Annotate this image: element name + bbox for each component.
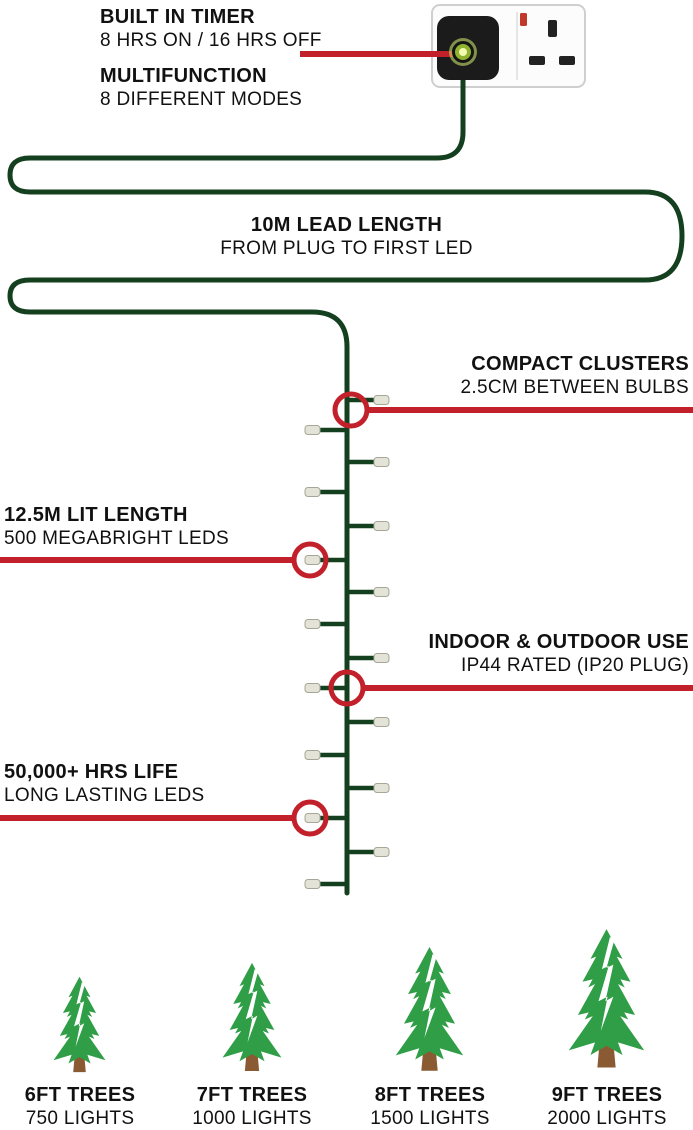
led-indicator xyxy=(449,38,477,66)
led-bulb xyxy=(305,684,347,693)
tree-label-9ft: 9FT TREES 2000 LIGHTS xyxy=(519,1084,693,1130)
callout-lit-length: 12.5M LIT LENGTH 500 MEGABRIGHT LEDS xyxy=(4,503,229,551)
tree-row xyxy=(53,929,645,1073)
led-bulb xyxy=(305,488,347,497)
tree-size-label: 8FT TREES xyxy=(374,1084,486,1106)
tree-lights-label: 1500 LIGHTS xyxy=(370,1108,490,1129)
callout-ring-compact-clusters xyxy=(332,391,370,429)
callout-subtitle: 8 HRS ON / 16 HRS OFF xyxy=(100,30,322,51)
tree-size-label: 7FT TREES xyxy=(196,1084,308,1106)
callout-rings xyxy=(291,391,370,837)
led-bulb xyxy=(347,848,389,857)
led-bulb xyxy=(347,458,389,467)
callout-ring-lit-length xyxy=(291,541,329,579)
led-bulb xyxy=(305,880,347,889)
tree-lights-label: 1000 LIGHTS xyxy=(192,1108,312,1129)
tree-label-6ft: 6FT TREES 750 LIGHTS xyxy=(0,1084,168,1130)
led-bulb xyxy=(305,426,347,435)
tree-label-8ft: 8FT TREES 1500 LIGHTS xyxy=(342,1084,518,1130)
callout-compact-clusters: COMPACT CLUSTERS 2.5CM BETWEEN BULBS xyxy=(461,352,689,400)
callout-title: BUILT IN TIMER xyxy=(100,6,255,28)
callout-life: 50,000+ HRS LIFE LONG LASTING LEDS xyxy=(4,760,204,808)
callout-subtitle: 2.5CM BETWEEN BULBS xyxy=(460,377,689,398)
callout-subtitle: LONG LASTING LEDS xyxy=(4,785,205,806)
tree-icon-8ft xyxy=(395,947,464,1071)
tree-icon-7ft xyxy=(222,962,282,1072)
callout-ring-life xyxy=(291,799,329,837)
socket-switch xyxy=(520,13,527,26)
tree-label-7ft: 7FT TREES 1000 LIGHTS xyxy=(164,1084,340,1130)
callout-subtitle: 500 MEGABRIGHT LEDS xyxy=(4,528,229,549)
tree-icon-9ft xyxy=(568,929,645,1068)
tree-size-label: 9FT TREES xyxy=(551,1084,663,1106)
callout-title: MULTIFUNCTION xyxy=(100,65,267,87)
callout-title: 12.5M LIT LENGTH xyxy=(4,504,188,526)
tree-icon-6ft xyxy=(53,976,106,1073)
led-bulb xyxy=(347,522,389,531)
led-bulb xyxy=(347,718,389,727)
callout-lines xyxy=(0,51,693,821)
callout-title: COMPACT CLUSTERS xyxy=(471,353,689,375)
callout-subtitle: 8 DIFFERENT MODES xyxy=(100,89,303,110)
led-bulb xyxy=(305,751,347,760)
socket-earth-slot xyxy=(548,20,557,37)
callout-built-in-timer: BUILT IN TIMER 8 HRS ON / 16 HRS OFF xyxy=(100,5,322,53)
socket-live-slot xyxy=(529,56,545,65)
tree-size-label: 6FT TREES xyxy=(24,1084,136,1106)
led-bulb xyxy=(347,784,389,793)
callout-title: 10M LEAD LENGTH xyxy=(250,214,443,236)
callout-indoor-outdoor: INDOOR & OUTDOOR USE IP44 RATED (IP20 PL… xyxy=(429,630,689,678)
socket-neutral-slot xyxy=(559,56,575,65)
power-cable xyxy=(7,73,685,896)
tree-lights-label: 2000 LIGHTS xyxy=(547,1108,667,1129)
callout-multifunction: MULTIFUNCTION 8 DIFFERENT MODES xyxy=(100,64,302,112)
callout-title: 50,000+ HRS LIFE xyxy=(4,761,179,783)
callout-title: INDOOR & OUTDOOR USE xyxy=(428,631,689,653)
tree-lights-label: 750 LIGHTS xyxy=(25,1108,135,1129)
callout-lead-length: 10M LEAD LENGTH FROM PLUG TO FIRST LED xyxy=(0,213,693,261)
led-bulb xyxy=(347,588,389,597)
callout-subtitle: IP44 RATED (IP20 PLUG) xyxy=(461,655,689,676)
led-bulb xyxy=(347,654,389,663)
callout-ring-indoor-outdoor xyxy=(328,669,366,707)
callout-subtitle: FROM PLUG TO FIRST LED xyxy=(220,238,473,259)
led-bulb xyxy=(305,620,347,629)
